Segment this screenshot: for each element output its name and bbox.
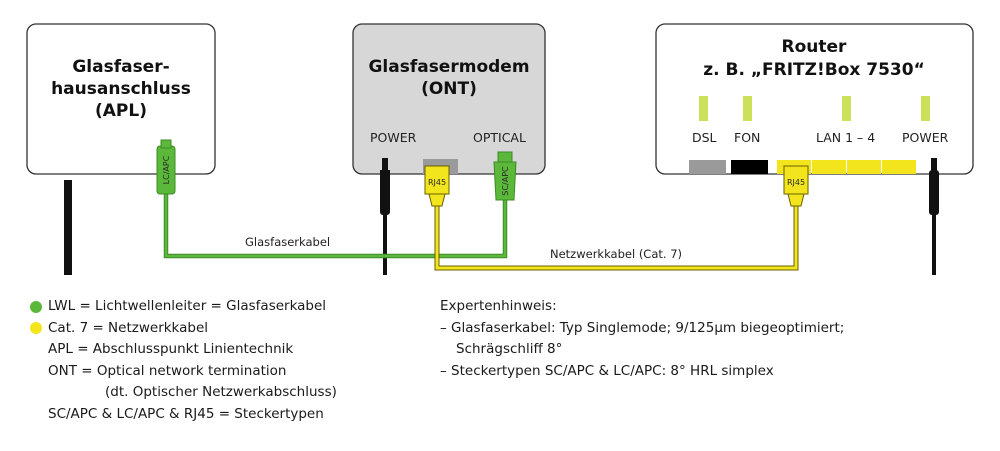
router-rj45-connector: RJ45 bbox=[783, 165, 809, 207]
led-power bbox=[921, 96, 930, 121]
apl-wall-cable bbox=[64, 180, 72, 275]
lc-apc-label: LC/APC bbox=[162, 155, 171, 184]
ont-power-label: POWER bbox=[370, 130, 417, 145]
expert-line-2: – Steckertypen SC/APC & LC/APC: 8° HRL s… bbox=[440, 362, 774, 379]
router-title-line-2: z. B. „FRITZ!Box 7530“ bbox=[703, 60, 925, 80]
ont-box bbox=[352, 23, 546, 175]
led-lan bbox=[842, 96, 851, 121]
legend-cat7: Cat. 7 = Netzwerkkabel bbox=[30, 318, 337, 340]
led-dsl bbox=[699, 96, 708, 121]
lc-apc-connector: LC/APC bbox=[156, 139, 176, 195]
router-dsl-port bbox=[689, 160, 726, 174]
legend-lwl: LWL = Lichtwellenleiter = Glasfaserkabel bbox=[30, 296, 337, 318]
ont-optical-label: OPTICAL bbox=[473, 130, 526, 145]
network-diagram: Glasfaser- hausanschluss (APL) Glasfaser… bbox=[26, 23, 974, 275]
legend-lwl-text: LWL = Lichtwellenleiter = Glasfaserkabel bbox=[48, 298, 327, 314]
led-fon bbox=[743, 96, 752, 121]
ont-rj45-connector: RJ45 bbox=[424, 165, 450, 207]
router-dsl-label: DSL bbox=[692, 130, 717, 145]
expert-line-1b: Schrägschliff 8° bbox=[456, 341, 563, 357]
expert-line-1: – Glasfaserkabel: Typ Singlemode; 9/125µ… bbox=[440, 319, 845, 336]
ethernet-dot-icon bbox=[30, 322, 42, 335]
apl-box bbox=[26, 23, 216, 175]
router-rj45-label: RJ45 bbox=[787, 178, 805, 187]
fiber-cable bbox=[163, 192, 508, 259]
legend-types: SC/APC & LC/APC & RJ45 = Steckertypen bbox=[48, 405, 324, 422]
legend-ont-sub: (dt. Optischer Netzwerkabschluss) bbox=[105, 384, 337, 400]
apl-title-line-1: Glasfaser- bbox=[72, 57, 169, 77]
sc-apc-label: SC/APC bbox=[501, 166, 510, 196]
fiber-dot-icon bbox=[30, 300, 42, 313]
router-power-cable bbox=[929, 158, 939, 275]
router-power-label: POWER bbox=[902, 130, 949, 145]
apl-title-line-3: (APL) bbox=[95, 101, 147, 121]
legend: LWL = Lichtwellenleiter = Glasfaserkabel… bbox=[30, 296, 337, 425]
expert-note: Expertenhinweis: – Glasfaserkabel: Typ S… bbox=[440, 296, 844, 382]
legend-ont: ONT = Optical network termination bbox=[48, 362, 287, 379]
router-lan-port-2 bbox=[812, 160, 846, 174]
ont-rj45-label: RJ45 bbox=[428, 178, 446, 187]
legend-cat7-text: Cat. 7 = Netzwerkkabel bbox=[48, 319, 209, 336]
router-fon-port bbox=[731, 160, 768, 174]
ont-power-cable bbox=[380, 158, 390, 275]
expert-heading: Expertenhinweis: bbox=[440, 298, 557, 314]
sc-apc-connector: SC/APC bbox=[493, 151, 517, 201]
ont-title-line-1: Glasfasermodem bbox=[368, 57, 529, 77]
router-lan-port-4 bbox=[882, 160, 916, 174]
ont-title-line-2: (ONT) bbox=[421, 79, 477, 99]
ethernet-cable-label: Netzwerkkabel (Cat. 7) bbox=[550, 247, 682, 261]
router-lan-port-3 bbox=[847, 160, 881, 174]
router-lan-label: LAN 1 – 4 bbox=[816, 130, 875, 145]
router-title-line-1: Router bbox=[782, 37, 848, 57]
apl-title-line-2: hausanschluss bbox=[51, 79, 191, 99]
legend-apl: APL = Abschlusspunkt Linientechnik bbox=[48, 341, 294, 357]
fiber-cable-label: Glasfaserkabel bbox=[245, 235, 330, 249]
router-fon-label: FON bbox=[734, 130, 760, 145]
